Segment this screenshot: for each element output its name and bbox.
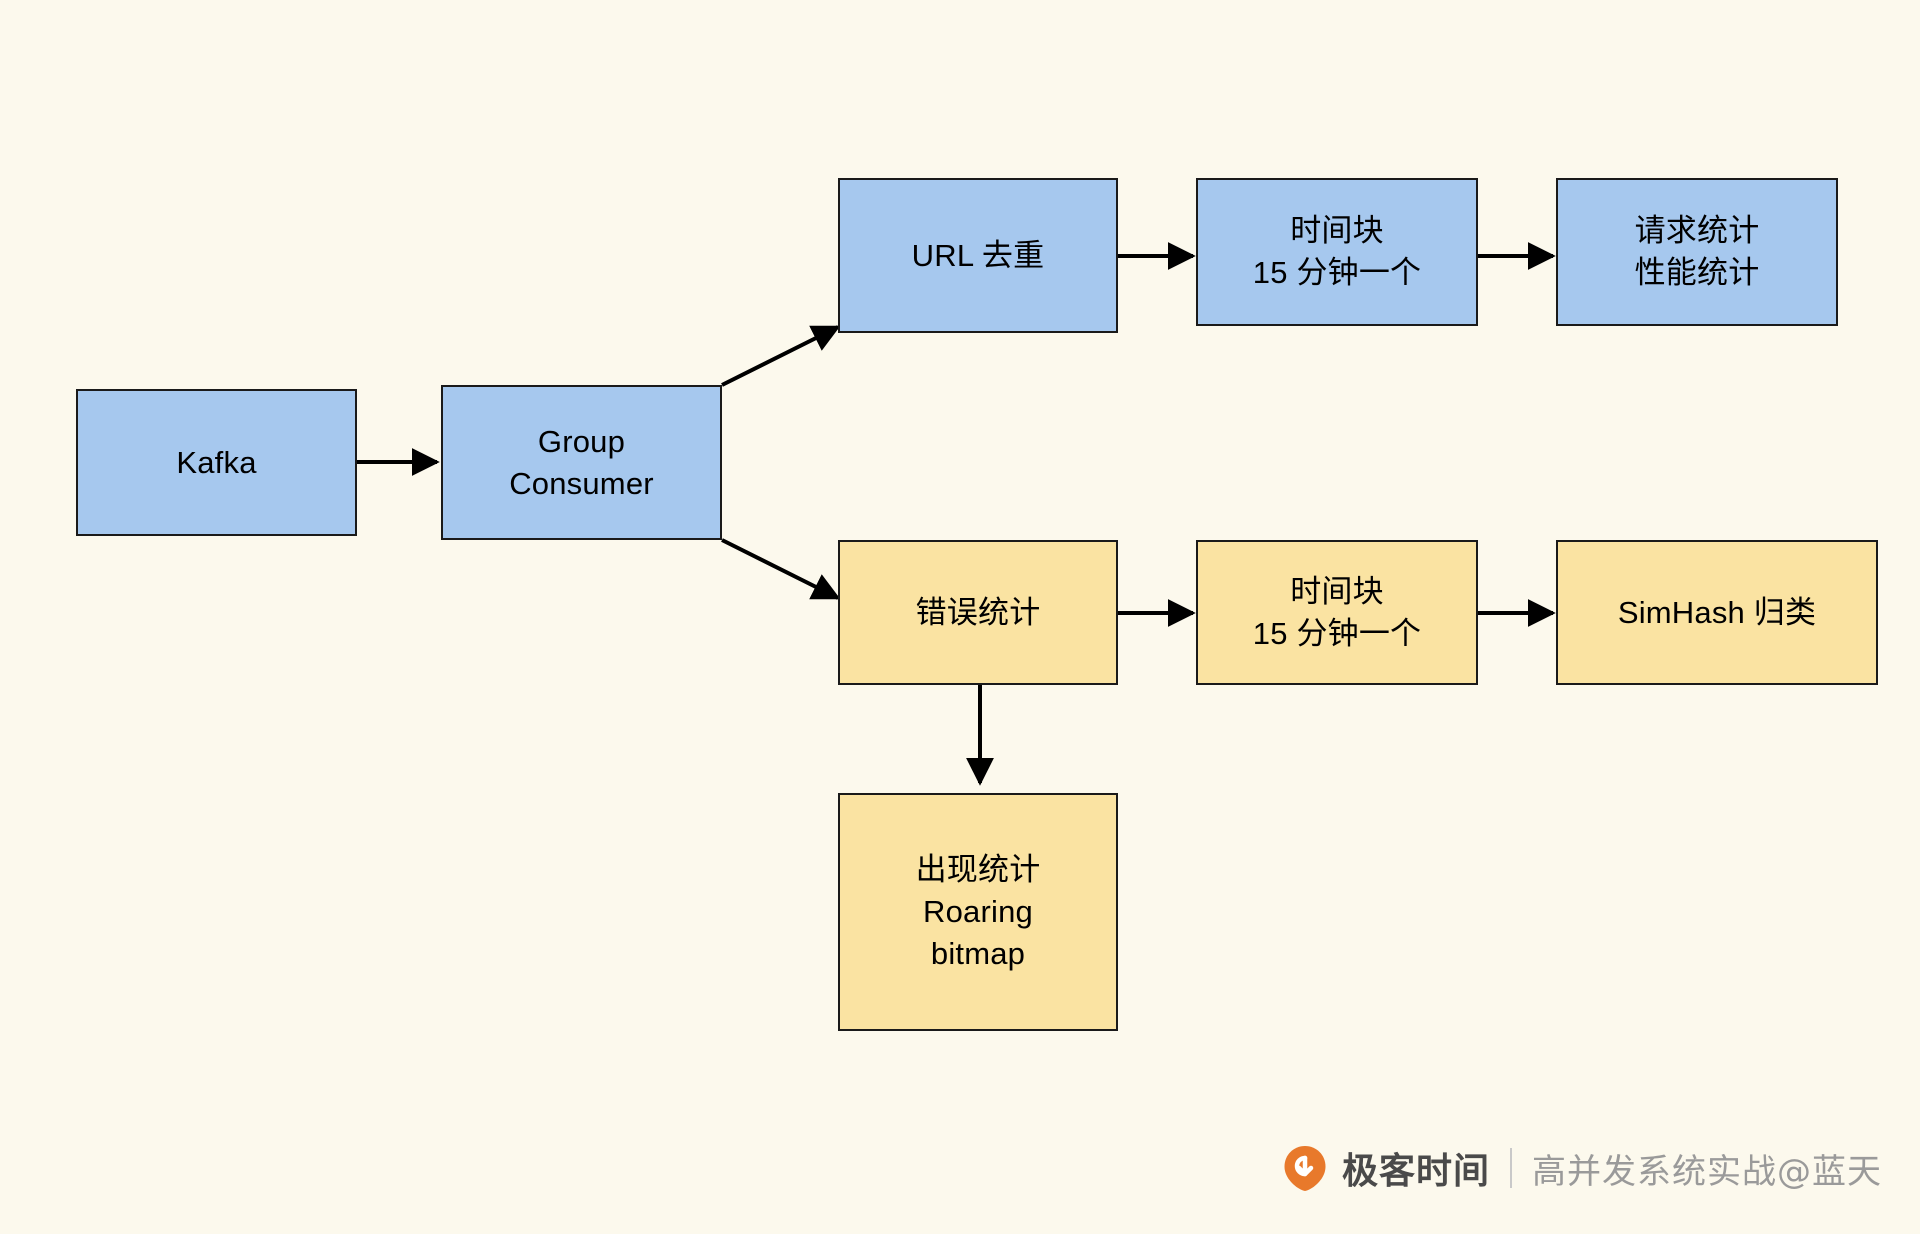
edge-group-consumer-to-url-dedup [721,325,841,387]
node-group-consumer[interactable]: Group Consumer [441,385,722,540]
node-time-block-top-line-0: 时间块 [1290,213,1384,249]
node-request-perf-stats-line-1: 性能统计 [1634,255,1760,290]
watermark-course: 高并发系统实战@蓝天 [1532,1151,1882,1192]
watermark-divider [1510,1148,1512,1188]
node-time-block-top-line-1: 15 分钟一个 [1252,255,1422,290]
node-simhash-line-0: SimHash 归类 [1617,594,1817,630]
node-url-dedup[interactable]: URL 去重 [838,178,1118,333]
node-error-stats[interactable]: 错误统计 [838,540,1118,685]
node-time-block-mid-line-0: 时间块 [1290,573,1384,609]
edge-group-consumer-to-error-stats [721,538,841,600]
geekbang-logo-icon [1284,1146,1326,1191]
watermark-brand: 极客时间 [1341,1151,1490,1192]
node-simhash[interactable]: SimHash 归类 [1556,540,1878,685]
node-group-consumer-line-0: Group [537,423,626,459]
node-occurrence-stats-line-2: bitmap [930,935,1026,971]
node-occurrence-stats-line-1: Roaring [923,894,1033,930]
node-occurrence-stats[interactable]: 出现统计 Roaring bitmap [838,793,1118,1031]
watermark: 极客时间 高并发系统实战@蓝天 [1280,1140,1882,1196]
node-url-dedup-line-0: URL 去重 [911,237,1045,273]
node-time-block-top[interactable]: 时间块 15 分钟一个 [1196,178,1478,326]
node-error-stats-line-0: 错误统计 [915,594,1041,630]
node-time-block-mid-line-1: 15 分钟一个 [1252,615,1422,651]
node-request-perf-stats[interactable]: 请求统计 性能统计 [1556,178,1838,326]
node-group-consumer-line-1: Consumer [509,465,654,501]
node-kafka-line-0: Kafka [176,444,257,480]
node-request-perf-stats-line-0: 请求统计 [1634,213,1760,249]
node-kafka[interactable]: Kafka [76,389,357,536]
node-occurrence-stats-line-0: 出现统计 [915,852,1041,888]
node-time-block-mid[interactable]: 时间块 15 分钟一个 [1196,540,1478,685]
